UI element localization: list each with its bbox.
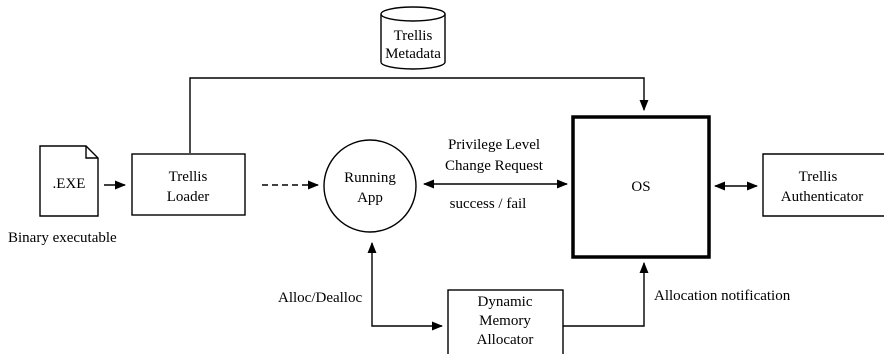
- trellis-authenticator-box: Trellis Authenticator: [762, 153, 884, 217]
- running-app-node: Running App: [323, 139, 417, 233]
- authenticator-label-2: Authenticator: [781, 189, 863, 205]
- privilege-label-1: Privilege Level: [448, 137, 540, 153]
- allocator-label-3: Allocator: [477, 332, 534, 348]
- loader-label-2: Loader: [167, 189, 209, 205]
- trellis-loader-box: Trellis Loader: [131, 153, 246, 216]
- notification-label: Allocation notification: [654, 288, 791, 304]
- loader-label-1: Trellis: [169, 169, 208, 185]
- exe-label: .EXE: [53, 176, 86, 192]
- os-label: OS: [631, 179, 650, 195]
- privilege-label-2: Change Request: [445, 158, 544, 174]
- result-label: success / fail: [450, 196, 527, 212]
- allocator-label-1: Dynamic: [478, 294, 533, 310]
- loader-to-os-arrow: [189, 77, 649, 153]
- authenticator-label-1: Trellis: [799, 169, 838, 185]
- allocator-to-os-arrow: [563, 261, 649, 327]
- exe-caption: Binary executable: [8, 230, 117, 246]
- exe-file-icon: .EXE: [39, 145, 99, 217]
- app-label-1: Running: [344, 170, 396, 186]
- metadata-database: Trellis Metadata: [380, 6, 446, 70]
- memory-allocator-box: Dynamic Memory Allocator: [447, 289, 564, 354]
- allocator-label-2: Memory: [479, 313, 531, 329]
- alloc-label: Alloc/Dealloc: [278, 290, 362, 306]
- metadata-label-2: Metadata: [385, 46, 441, 62]
- metadata-label-1: Trellis: [394, 28, 433, 44]
- app-allocator-arrow: [367, 241, 444, 331]
- app-label-2: App: [357, 190, 383, 206]
- os-box: OS: [571, 115, 711, 259]
